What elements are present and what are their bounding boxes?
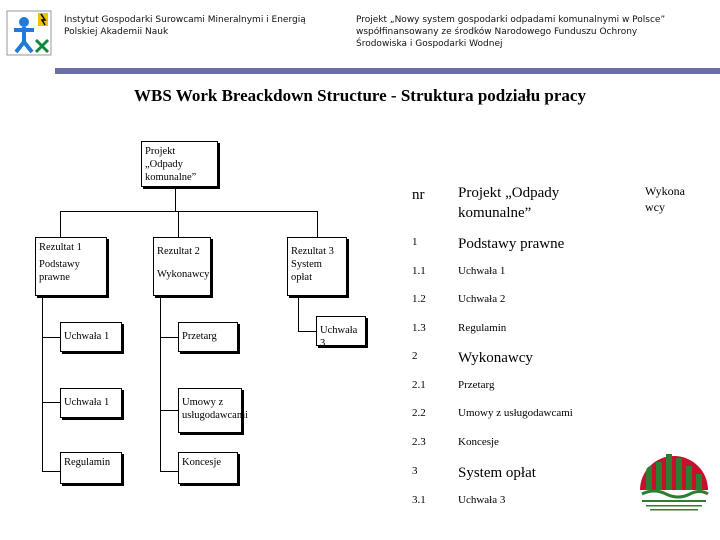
table-cell-desc: Uchwała 3 xyxy=(458,494,506,506)
wbs-node-child: Przetarg xyxy=(178,322,238,352)
connector-line xyxy=(160,337,178,338)
connector-line xyxy=(298,331,316,332)
table-cell-desc: Przetarg xyxy=(458,379,495,391)
wbs-node-child: Uchwała 1 xyxy=(60,322,122,352)
slide-title: WBS Work Breackdown Structure - Struktur… xyxy=(134,86,586,105)
table-cell-nr: 2.2 xyxy=(412,407,426,419)
node-text: komunalne” xyxy=(145,172,197,183)
node-text: Umowy z xyxy=(182,397,224,408)
node-text: Rezultat 2 xyxy=(157,246,200,257)
institute-logo xyxy=(6,10,52,56)
project-info: Projekt „Nowy system gospodarki odpadami… xyxy=(356,14,665,50)
table-header-desc: Projekt „Odpady komunalne” xyxy=(458,183,559,223)
node-text: Rezultat 3 xyxy=(291,246,334,257)
node-text: Regulamin xyxy=(64,457,111,468)
node-text: Uchwała 3 xyxy=(320,325,358,349)
connector-line xyxy=(60,211,61,237)
node-text: Uchwała 1 xyxy=(64,331,110,342)
table-cell-nr: 1 xyxy=(412,236,418,248)
connector-line xyxy=(42,471,60,472)
table-cell-nr: 1.2 xyxy=(412,293,426,305)
connector-line xyxy=(160,410,178,411)
table-cell-nr: 2 xyxy=(412,350,418,362)
node-text: Rezultat 1 xyxy=(39,242,82,253)
node-text: Koncesje xyxy=(182,457,222,468)
wbs-node-result-2: Rezultat 2 Wykonawcy xyxy=(153,237,211,296)
fund-logo xyxy=(632,432,716,518)
connector-line xyxy=(160,296,161,472)
institute-line-1: Instytut Gospodarki Surowcami Mineralnym… xyxy=(64,15,306,25)
wbs-node-result-3: Rezultat 3 System opłat xyxy=(287,237,347,296)
project-line-3: Środowiska i Gospodarki Wodnej xyxy=(356,39,503,49)
table-cell-desc: Uchwała 1 xyxy=(458,265,506,277)
node-text: usługodawcami xyxy=(182,410,248,421)
table-cell-desc: Regulamin xyxy=(458,322,507,334)
table-header-nr: nr xyxy=(412,187,425,203)
connector-line xyxy=(60,211,317,212)
connector-line xyxy=(42,337,60,338)
wbs-node-child: Uchwała 1 xyxy=(60,388,122,418)
node-text: Uchwała 1 xyxy=(64,397,110,408)
table-cell-desc: Umowy z usługodawcami xyxy=(458,407,573,419)
wbs-node-child: Uchwała 3 xyxy=(316,316,366,349)
connector-line xyxy=(42,296,43,472)
wbs-node-child: Koncesje xyxy=(178,452,238,484)
wbs-node-result-1: Rezultat 1 Podstawy prawne xyxy=(35,237,107,296)
node-text: Przetarg xyxy=(182,331,217,342)
project-line-1: Projekt „Nowy system gospodarki odpadami… xyxy=(356,15,666,25)
table-header-extra-line: Wykona xyxy=(645,184,685,198)
wbs-node-child: Umowy z usługodawcami xyxy=(178,388,248,433)
table-header-extra-line: wcy xyxy=(645,200,665,214)
table-cell-desc: Uchwała 2 xyxy=(458,293,506,305)
node-text: Projekt „Odpady xyxy=(145,146,183,170)
node-text: Podstawy prawne xyxy=(39,259,80,283)
table-cell-desc: System opłat xyxy=(458,465,536,481)
wbs-node-child: Regulamin xyxy=(60,452,122,484)
header-divider-bar xyxy=(55,68,720,74)
table-cell-desc: Wykonawcy xyxy=(458,350,533,366)
table-header-extra: Wykona wcy xyxy=(645,183,685,215)
institute-line-2: Polskiej Akademii Nauk xyxy=(64,27,169,37)
table-header-desc-line: komunalne” xyxy=(458,205,532,221)
table-cell-nr: 2.3 xyxy=(412,436,426,448)
connector-line xyxy=(298,296,299,332)
wbs-root-node: Projekt „Odpady komunalne” xyxy=(141,141,218,187)
connector-line xyxy=(160,471,178,472)
table-cell-nr: 3 xyxy=(412,465,418,477)
table-cell-nr: 3.1 xyxy=(412,494,426,506)
node-text: Wykonawcy xyxy=(157,269,210,280)
table-header-desc-line: Projekt „Odpady xyxy=(458,185,560,201)
table-cell-desc: Koncesje xyxy=(458,436,499,448)
connector-line xyxy=(178,211,179,237)
project-line-2: współfinansowany ze środków Narodowego F… xyxy=(356,27,638,37)
table-cell-nr: 2.1 xyxy=(412,379,426,391)
node-text: System opłat xyxy=(291,259,322,283)
table-cell-nr: 1.1 xyxy=(412,265,426,277)
institute-name: Instytut Gospodarki Surowcami Mineralnym… xyxy=(64,14,306,38)
connector-line xyxy=(317,211,318,237)
connector-line xyxy=(175,187,176,211)
table-cell-nr: 1.3 xyxy=(412,322,426,334)
connector-line xyxy=(42,402,60,403)
table-cell-desc: Podstawy prawne xyxy=(458,236,565,252)
